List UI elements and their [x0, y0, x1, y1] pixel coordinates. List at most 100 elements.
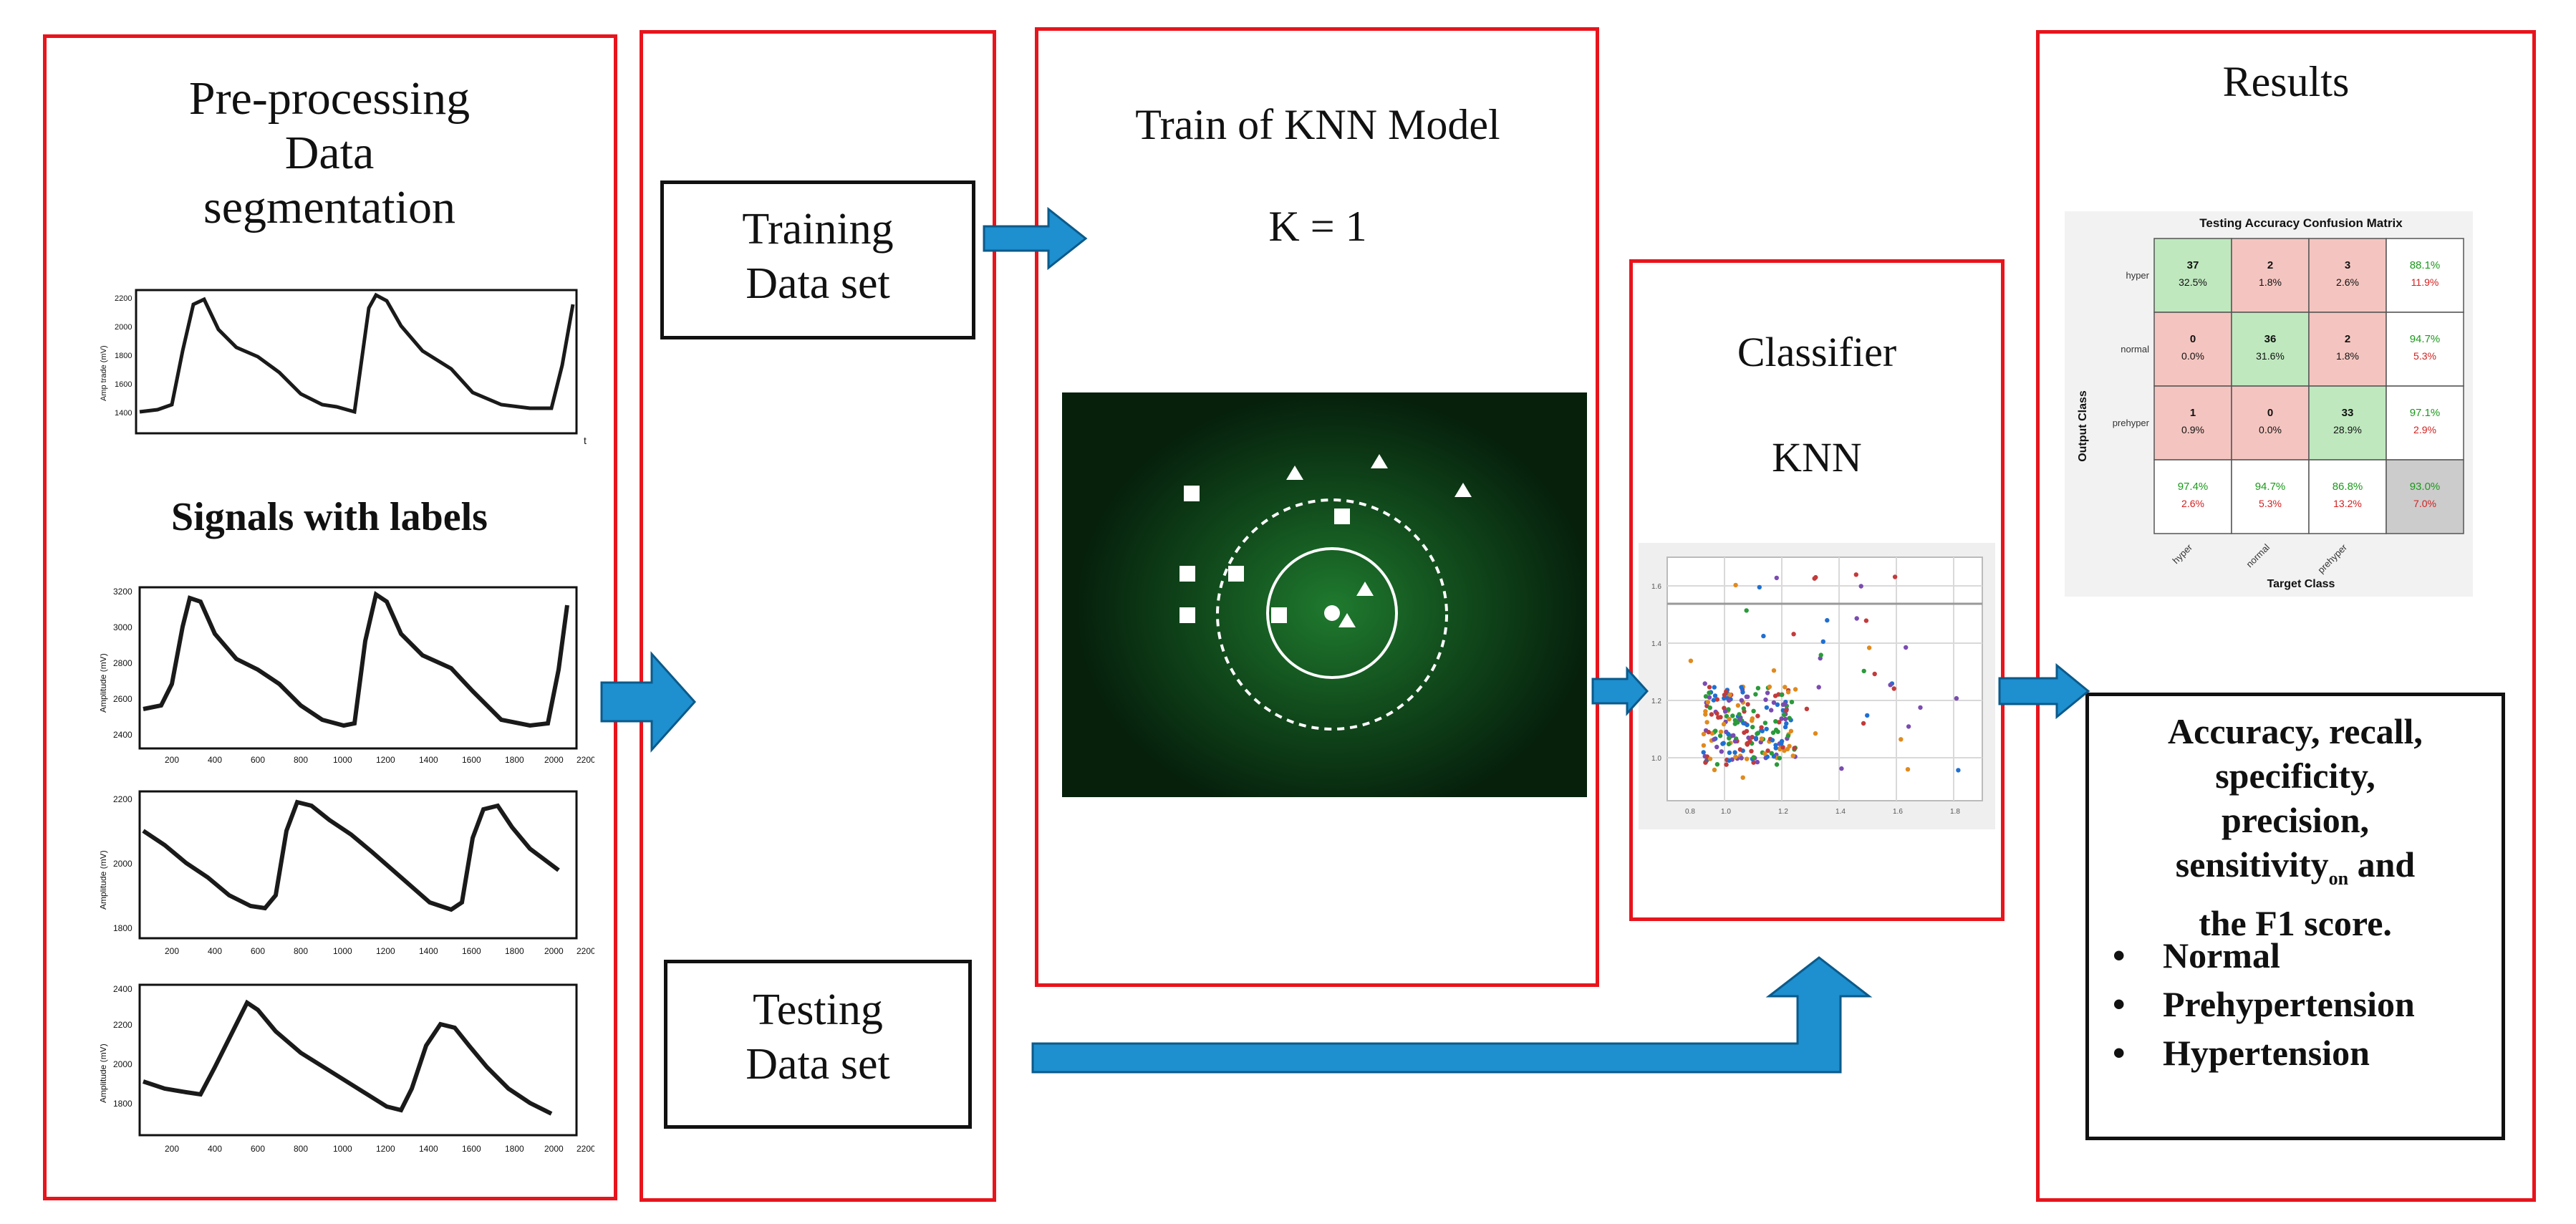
scatter-point [1727, 758, 1732, 763]
scatter-point [1750, 735, 1755, 740]
training-dataset-label: Training Data set [660, 202, 975, 311]
scatter-point [1775, 702, 1780, 707]
scatter-point [1763, 697, 1768, 703]
cm-title: Testing Accuracy Confusion Matrix [2199, 216, 2403, 230]
arrow-classifier-to-results [1998, 662, 2090, 720]
scatter-point [1863, 618, 1869, 623]
scatter-point [1759, 725, 1764, 730]
classifier-model: KNN [1772, 434, 1862, 481]
scatter-point [1779, 692, 1785, 698]
scatter-point [1773, 746, 1778, 751]
scatter-point [1765, 748, 1770, 753]
svg-text:1.8: 1.8 [1950, 808, 1960, 816]
scatter-point [1792, 746, 1797, 751]
scatter-point [1714, 744, 1719, 750]
scatter-point [1765, 754, 1770, 759]
scatter-point [1727, 750, 1732, 756]
scatter-point [1804, 706, 1810, 711]
scatter-point [1719, 749, 1724, 754]
scatter-point [1713, 728, 1718, 733]
scatter-point [1853, 572, 1858, 577]
cm-cell [2231, 459, 2310, 534]
cm-cell [2386, 312, 2464, 387]
scatter-point [1707, 695, 1712, 700]
scatter-point [1744, 694, 1749, 699]
scatter-point [1771, 700, 1777, 705]
svg-text:Amplitude (mV): Amplitude (mV) [100, 1044, 108, 1103]
svg-text:600: 600 [251, 755, 265, 765]
scatter-point [1739, 698, 1745, 703]
cm-cell-value: 86.8% [2333, 481, 2363, 493]
svg-text:1200: 1200 [376, 946, 395, 956]
svg-text:2000: 2000 [113, 1059, 132, 1069]
cm-cell-percent: 32.5% [2179, 276, 2207, 288]
svg-text:1000: 1000 [333, 946, 352, 956]
testing-dataset-box [664, 960, 972, 1129]
scatter-point [1745, 756, 1750, 761]
scatter-point [1818, 652, 1823, 657]
scatter-point [1861, 668, 1866, 674]
cm-cell-percent: 5.3% [2413, 350, 2436, 362]
cm-cell-value: 0 [2267, 407, 2273, 419]
svg-text:400: 400 [208, 946, 222, 956]
scatter-point [1742, 730, 1747, 736]
scatter-point [1839, 766, 1844, 771]
scatter-point [1701, 731, 1707, 737]
scatter-point [1714, 762, 1720, 767]
scatter-point [1762, 721, 1768, 726]
scatter-point [1785, 690, 1791, 695]
scatter-point [1757, 584, 1762, 590]
cm-cell-percent: 28.9% [2333, 424, 2362, 435]
svg-text:0.8: 0.8 [1685, 808, 1695, 816]
title-line-1: Pre-processing [188, 72, 471, 125]
cm-cell-percent: 5.3% [2259, 498, 2282, 509]
metrics-line-1: Accuracy, recall, [2168, 711, 2423, 751]
svg-text:1400: 1400 [419, 1144, 438, 1154]
svg-text:800: 800 [294, 1144, 308, 1154]
svg-text:400: 400 [208, 1144, 222, 1154]
testing-dataset-label: Testing Data set [664, 983, 972, 1092]
svg-text:800: 800 [294, 755, 308, 765]
arrow-testing-to-classifier [1031, 956, 1873, 1074]
scatter-point [1727, 736, 1732, 741]
cm-cell [2308, 385, 2387, 461]
class-triangle-points [1286, 454, 1472, 627]
confusion-matrix: Testing Accuracy Confusion Matrix Output… [2065, 211, 2473, 597]
scatter-point [1777, 720, 1782, 725]
svg-text:1800: 1800 [113, 1099, 132, 1109]
scatter-point [1891, 686, 1896, 691]
cm-cell [2231, 312, 2310, 387]
scatter-point [1773, 719, 1778, 724]
scatter-point [1785, 733, 1790, 738]
scatter-point [1783, 724, 1788, 730]
scatter-point [1780, 708, 1785, 713]
cm-cell [2153, 312, 2232, 387]
scatter-point [1726, 741, 1732, 747]
svg-text:2200: 2200 [577, 1144, 594, 1154]
svg-text:2200: 2200 [577, 755, 594, 765]
cm-cell-value: 2 [2345, 333, 2350, 345]
scatter-point [1737, 712, 1742, 717]
svg-text:800: 800 [294, 946, 308, 956]
svg-text:Amplitude (mV): Amplitude (mV) [100, 850, 108, 910]
svg-text:1200: 1200 [376, 1144, 395, 1154]
scatter-point [1904, 645, 1909, 650]
cm-cell-percent: 0.0% [2259, 424, 2282, 435]
scatter-point [1783, 685, 1788, 690]
scatter-point [1732, 738, 1738, 744]
svg-text:1.0: 1.0 [1651, 755, 1661, 763]
svg-text:2000: 2000 [115, 323, 132, 332]
preprocessing-title: Pre-processing Data segmentation [86, 72, 573, 235]
scatter-point [1733, 582, 1738, 588]
svg-text:1800: 1800 [505, 946, 524, 956]
scatter-point [1730, 713, 1735, 718]
svg-text:3200: 3200 [113, 587, 132, 597]
scatter-point [1755, 685, 1761, 690]
svg-text:1600: 1600 [462, 946, 481, 956]
scatter-point [1739, 756, 1744, 761]
scatter-point [1741, 721, 1746, 726]
scatter-point [1787, 715, 1792, 721]
